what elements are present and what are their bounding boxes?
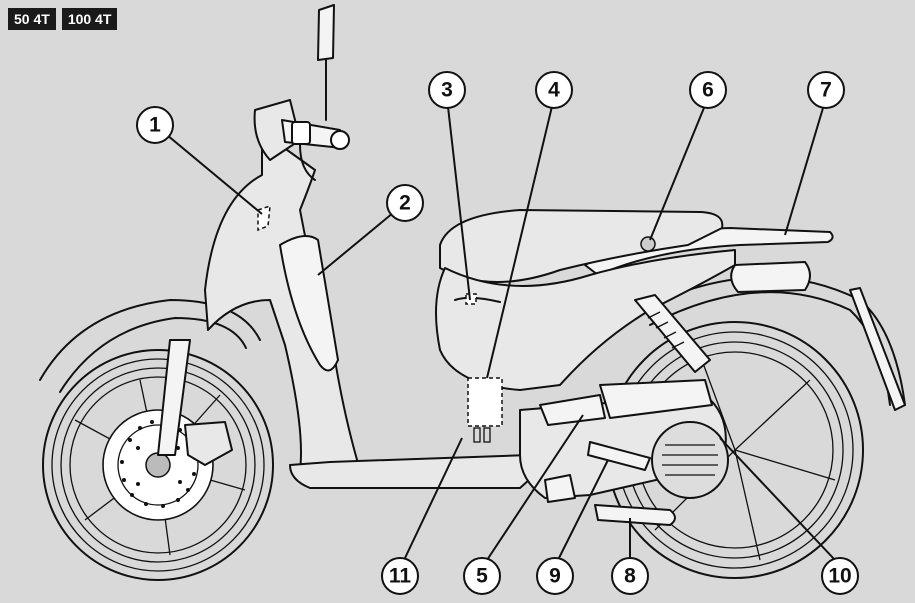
callout-8: 8 bbox=[611, 557, 649, 595]
callout-5-label: 5 bbox=[476, 565, 488, 588]
handlebar bbox=[253, 4, 350, 232]
callout-1-label: 1 bbox=[149, 114, 161, 137]
model-badge-50-4t: 50 4T bbox=[8, 8, 56, 30]
callout-3: 3 bbox=[428, 71, 466, 109]
rear-fender bbox=[584, 227, 906, 411]
brake-caliper bbox=[184, 421, 233, 466]
callout-2: 2 bbox=[386, 184, 424, 222]
frame-number-area bbox=[467, 377, 503, 427]
callout-4-label: 4 bbox=[548, 79, 560, 102]
callout-11-label: 11 bbox=[389, 565, 412, 588]
fuel-cap bbox=[640, 236, 656, 252]
mirror bbox=[317, 4, 335, 61]
model-badge-100-4t: 100 4T bbox=[61, 8, 118, 30]
callout-6-label: 6 bbox=[702, 79, 714, 102]
callout-1: 1 bbox=[136, 106, 174, 144]
cvt-cover bbox=[651, 421, 729, 499]
exhaust bbox=[594, 504, 676, 526]
callout-3-label: 3 bbox=[441, 79, 453, 102]
tail-light bbox=[730, 261, 811, 293]
callout-11: 11 bbox=[381, 557, 419, 595]
air-intake bbox=[539, 394, 606, 426]
scooter-body bbox=[204, 131, 736, 526]
front-fork bbox=[39, 299, 261, 456]
model-badges: 50 4T 100 4T bbox=[8, 8, 118, 30]
callout-10: 10 bbox=[821, 557, 859, 595]
seat bbox=[439, 209, 724, 283]
callout-5: 5 bbox=[463, 557, 501, 595]
callout-8-label: 8 bbox=[624, 565, 636, 588]
callout-2-label: 2 bbox=[399, 192, 411, 215]
callout-6: 6 bbox=[689, 71, 727, 109]
callout-7-label: 7 bbox=[820, 79, 832, 102]
callout-9: 9 bbox=[536, 557, 574, 595]
callout-9-label: 9 bbox=[549, 565, 561, 588]
callout-10-label: 10 bbox=[828, 565, 851, 588]
leader-lines bbox=[154, 97, 836, 561]
callout-4: 4 bbox=[535, 71, 573, 109]
callout-7: 7 bbox=[807, 71, 845, 109]
front-wheel bbox=[42, 349, 274, 581]
